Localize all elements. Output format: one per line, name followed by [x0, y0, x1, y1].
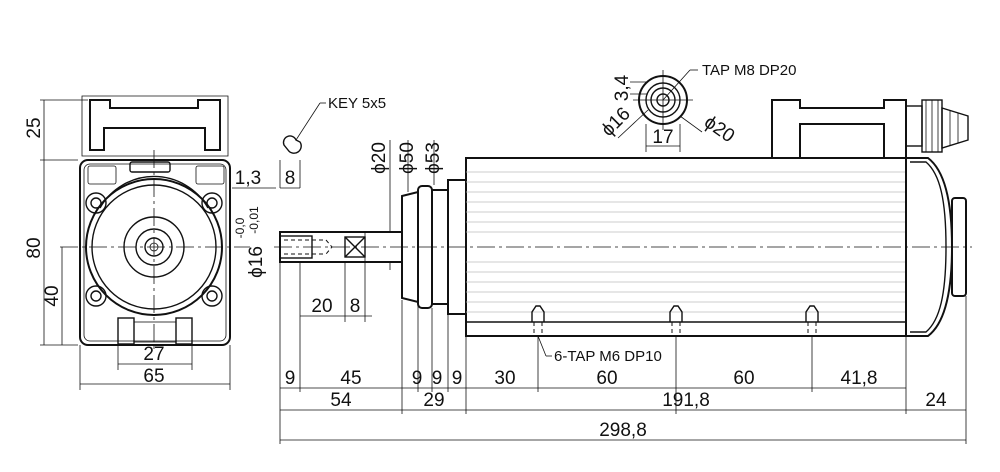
dim-r2-0: 54 [330, 390, 352, 411]
tap-holes [531, 305, 819, 336]
dim-len-20: 20 [311, 296, 332, 317]
cable-gland [905, 99, 969, 153]
dim-total: 298,8 [599, 420, 647, 441]
dim-3-4: 3,4 [612, 74, 633, 101]
tap-side-callout: 6-TAP M6 DP10 [554, 348, 662, 365]
bolt-bl [85, 285, 107, 307]
front-view: 25 80 40 27 65 [24, 95, 250, 390]
tap-top-callout: TAP M8 DP20 [702, 62, 796, 79]
dim-dia16: ϕ16 [246, 246, 267, 278]
dim-25: 25 [24, 117, 45, 138]
bolt-tl [85, 192, 107, 214]
dim-65: 65 [143, 366, 164, 387]
dim-d20: ϕ20 [369, 142, 390, 174]
shaft-area: KEY 5x5 1,3 8 ϕ16 -0,0 -0,01 20 8 [232, 95, 403, 322]
bottom-dimensions: 9 45 9 9 9 30 60 60 41,8 54 29 191,8 24 … [279, 262, 967, 444]
tol-lower: -0,01 [247, 206, 261, 234]
dim-80: 80 [24, 237, 45, 258]
dim-r1-6: 60 [596, 368, 617, 389]
dim-key-8: 8 [285, 168, 296, 189]
dim-len-8: 8 [350, 296, 361, 317]
dim-d50: ϕ50 [397, 142, 418, 174]
key-callout: KEY 5x5 [328, 95, 386, 112]
side-view: 6-TAP M6 DP10 [274, 99, 972, 365]
dim-r1-4: 9 [452, 368, 463, 389]
tol-upper: -0,0 [233, 217, 247, 238]
dim-detail-17: 17 [652, 127, 673, 148]
dim-r2-1: 29 [423, 390, 444, 411]
dim-r1-2: 9 [412, 368, 423, 389]
dim-27: 27 [143, 344, 164, 365]
dim-1-3: 1,3 [235, 168, 261, 189]
dim-r1-0: 9 [285, 368, 296, 389]
dim-r1-7: 60 [733, 368, 754, 389]
dim-detail-d20: ϕ20 [700, 112, 738, 147]
fins [466, 171, 906, 313]
dim-r1-8: 41,8 [841, 368, 878, 389]
dim-40: 40 [42, 285, 63, 306]
dim-detail-d16: ϕ16 [597, 103, 634, 140]
bolt-br [201, 285, 223, 307]
diameters: ϕ20 ϕ50 ϕ53 [369, 140, 444, 270]
dim-r1-3: 9 [432, 368, 443, 389]
dim-r2-3: 24 [925, 390, 947, 411]
dim-d53: ϕ53 [423, 142, 444, 174]
dim-r2-2: 191,8 [662, 390, 710, 411]
tap-detail: TAP M8 DP20 3,4 ϕ16 17 ϕ20 [597, 62, 796, 152]
dim-r1-1: 45 [340, 368, 361, 389]
bolt-tr [201, 192, 223, 214]
dim-r1-5: 30 [494, 368, 515, 389]
